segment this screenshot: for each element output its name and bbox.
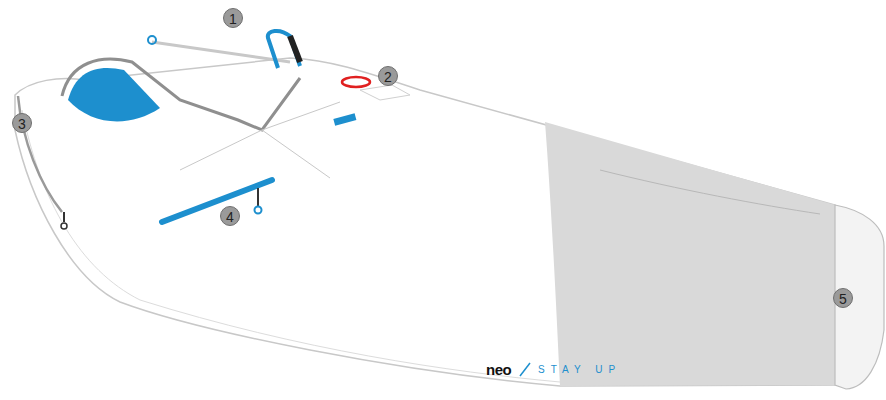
strap-tab (290, 36, 300, 62)
reserve-handle (342, 77, 370, 87)
zip-pull (61, 223, 67, 229)
strap-ring (148, 36, 156, 44)
callout-number: 2 (378, 66, 398, 86)
slogan-text: STAY UP (538, 365, 621, 375)
handle-loop (268, 31, 300, 68)
pocket-zip (162, 180, 272, 222)
cockpit-opening (62, 59, 300, 130)
logo-slash (520, 363, 530, 376)
callout-number: 5 (833, 288, 853, 308)
leg-pod-panel (545, 122, 835, 386)
harness-body (15, 58, 835, 386)
seam (180, 102, 340, 178)
callout-number: 4 (220, 206, 240, 226)
zip-pull (257, 188, 259, 206)
zip-pull (63, 212, 65, 222)
callout-number: 1 (223, 8, 243, 28)
callout-number: 3 (12, 113, 32, 133)
reserve-flap (360, 85, 410, 100)
size-tag (333, 113, 356, 125)
back-cushion (68, 68, 160, 122)
brand-logo: neo (486, 362, 511, 377)
seam (600, 170, 820, 214)
zip-pull (255, 207, 262, 214)
